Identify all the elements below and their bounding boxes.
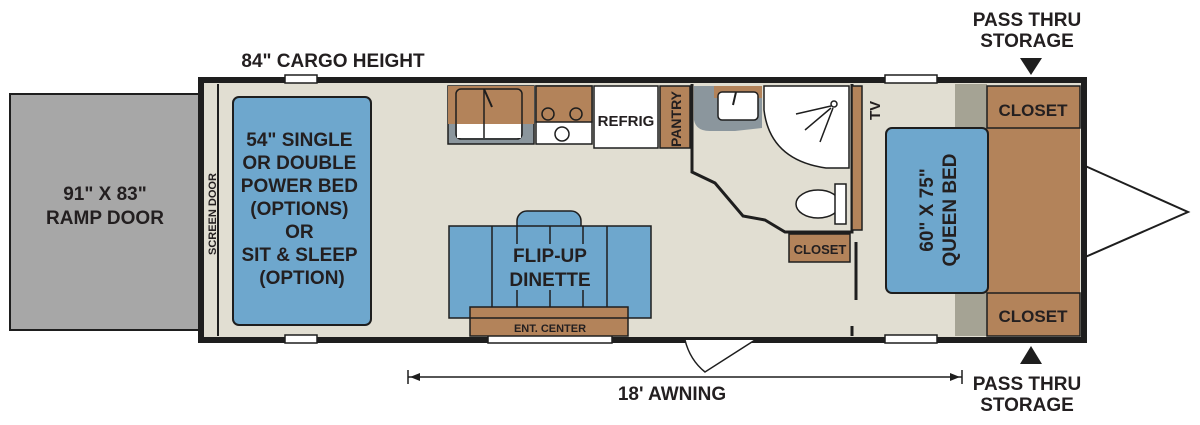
closet-bath-label: CLOSET (794, 242, 847, 257)
arrow-down-icon (1020, 58, 1042, 75)
tv-label: TV (867, 101, 884, 120)
window (884, 334, 938, 344)
closet-top-label: CLOSET (999, 101, 1069, 120)
entertainment-center (469, 306, 629, 337)
bath-sink-icon (717, 91, 759, 121)
window (284, 74, 318, 84)
screen-door-label: SCREEN DOOR (207, 173, 219, 255)
power-bed (232, 96, 372, 326)
queen-bed (885, 127, 989, 294)
window (884, 74, 938, 84)
power-bed-label: 54" SINGLE OR DOUBLE POWER BED (OPTIONS)… (241, 130, 363, 289)
ramp-door (9, 93, 201, 331)
arrow-up-icon (1020, 346, 1042, 364)
queen-bed-mattress (987, 128, 1080, 293)
faucet-icon (483, 88, 493, 108)
closet-top (986, 85, 1081, 129)
closet-bottom-label: CLOSET (999, 307, 1069, 326)
trailer-hitch (1082, 164, 1191, 259)
closet-bottom (986, 292, 1081, 337)
sink-basin (457, 124, 521, 138)
refrigerator (593, 85, 659, 149)
refrig-label: REFRIG (598, 113, 655, 130)
pantry-label: PANTRY (668, 90, 684, 147)
sink-icon (455, 88, 523, 140)
shower-head-icon (795, 100, 838, 143)
queen-bed-label: 60" X 75"QUEEN BED (917, 154, 961, 267)
burner-icon (541, 107, 555, 121)
toilet-icon (795, 183, 847, 225)
pantry (659, 85, 691, 149)
ent-center-label: ENT. CENTER (514, 323, 586, 335)
awning-dimension (407, 370, 963, 384)
burner-icon (554, 126, 570, 142)
faucet-icon (732, 91, 737, 106)
closet-bath (788, 233, 851, 263)
burner-icon (569, 107, 583, 121)
tv-cabinet (851, 85, 863, 231)
window (284, 334, 318, 344)
entry-door (684, 339, 756, 373)
ramp-door-label: 91" X 83"RAMP DOOR (46, 184, 164, 229)
cargo-height-label: 84" CARGO HEIGHT (241, 51, 425, 72)
awning-label: 18' AWNING (618, 384, 726, 405)
bathroom-walls (690, 84, 854, 234)
